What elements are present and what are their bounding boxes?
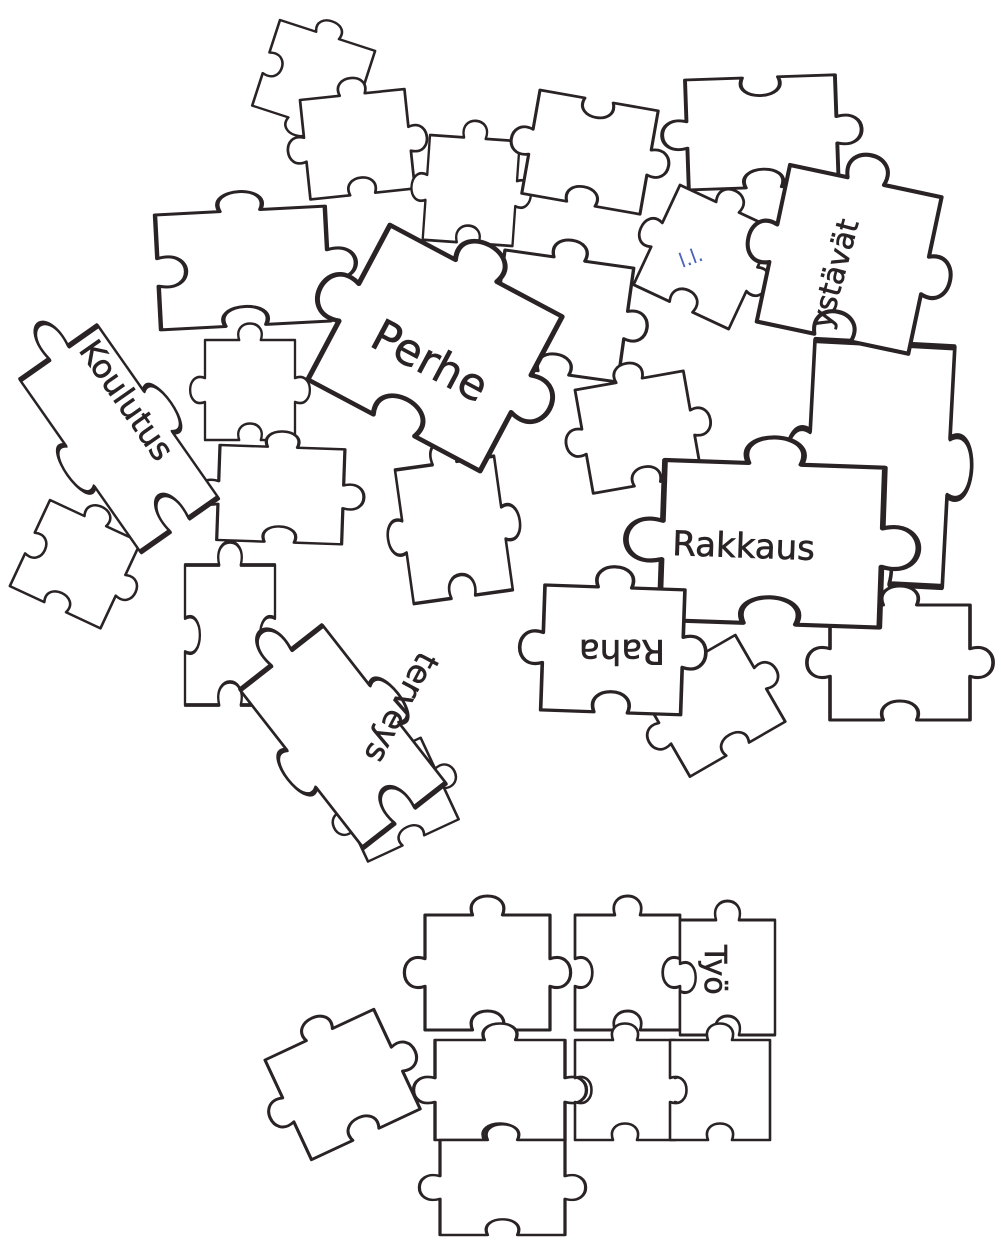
- puzzle-piece-bottom-left: [239, 984, 438, 1168]
- puzzle-piece-bottom: [404, 896, 570, 1030]
- label-raha: Raha: [579, 631, 665, 671]
- label-tyo: Työ: [697, 944, 732, 995]
- puzzle-piece: [196, 429, 366, 545]
- label-rakkaus: Rakkaus: [672, 524, 816, 569]
- puzzle-piece-bottom: [419, 1124, 585, 1235]
- puzzle-piece-bottom: [575, 896, 680, 1030]
- puzzle-piece-bottom: [670, 1024, 770, 1141]
- puzzle-piece: [190, 324, 310, 441]
- puzzle-piece-bottom: [414, 1024, 587, 1141]
